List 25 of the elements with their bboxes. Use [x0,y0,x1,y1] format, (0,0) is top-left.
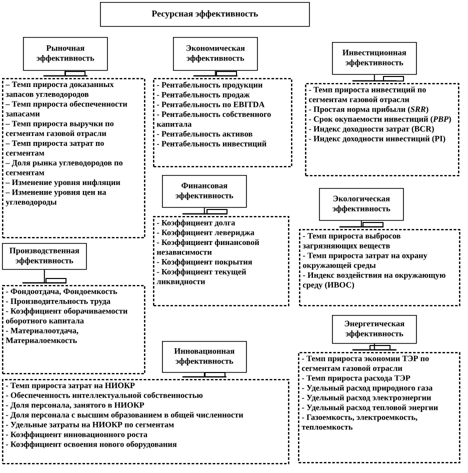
category-box: Инновационная эффективность [162,341,247,373]
connector [193,70,238,76]
category-box: Экологическая эффективность [319,188,404,221]
connector [43,70,88,76]
category-box: Производственная эффективность [2,243,87,270]
indicator-list-box: - Коэффициент долга - Коэффициент левериджа - Коэффициент финансовой независимости - Коэффициент покрытия - Коэффициент текущей ликвидности [153,216,290,306]
indicator-list-box: - Темп прироста выбросов загрязняющих веществ - Темп прироста затрат на охрану окружающей среды - Индекс воздействия на окружающую среду (ИВОС) [299,229,460,306]
category-box: Финансовая эффективность [162,175,247,208]
indicator-list-box: – Темп прироста доказанных запасов углеводородов – Темп прироста обеспеченности запасами – Темп прироста выручки по сегментам газовой отрасли – Темп прироста затрат по сегментам – Доля рынка углеводородов по сегментам – Изменение уровня инфляции – Изменение уровня цен на углеводороды [2,78,146,238]
indicator-list-box: - Рентабельность продукции - Рентабельность продаж - Рентабельность по EBITDA - Рентабельность собственного капитала - Рентабельность активов - Рентабельность инвестиций [153,78,292,168]
category-box: Энергетическая эффективность [332,315,417,344]
indicator-list-box: - Фондоотдача, Фондоемкость - Производительность труда - Коэффициент оборачиваемости оборотного капитала - Материалоотдача, Материалоемкость [2,285,146,374]
category-box: Инвестиционная эффективность [332,42,417,75]
indicator-list-box: - Темп прироста экономии ТЭР по сегментам газовой отрасли - Темп прироста расхода ТЭР - Удельный расход природного газа - Удельный расход электроэнергии - Удельный расход тепловой энергии - Газоемкость, электроемкость, теплоемкость [298,352,460,464]
connector [22,269,66,284]
title-box: Ресурсная эффективность [100,2,310,27]
connector [182,372,226,378]
connector [339,220,384,228]
connector [352,74,404,82]
connector [352,343,396,350]
indicator-list-box: - Темп прироста инвестиций по сегментам газовой отрасли - Простая норма прибыли (SRR) - Срок окупаемости инвестиций (PBP) - Индекс доходности затрат (BCR) - Индекс доходности инвестиций (PI) [305,83,460,176]
indicator-list-box: - Темп прироста затрат на НИОКР - Обеспеченность интеллектуальной собственностью - Доля персонала, занятого в НИОКР - Доля персонала с высшим образованием в общей численности - Удельные затраты на НИОКР по сегментам - Коэффициент инновационного роста - Коэффициент освоения нового оборудования [2,379,290,464]
connector [182,207,228,214]
category-box: Рыночная эффективность [23,37,108,71]
category-box: Экономическая эффективность [173,37,258,71]
